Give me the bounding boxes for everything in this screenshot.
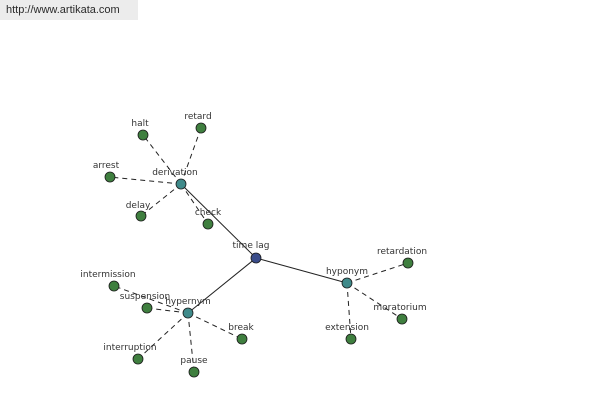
node-retard[interactable]: retard	[184, 112, 212, 134]
node-label-suspension: suspension	[120, 292, 170, 302]
node-dot-pause[interactable]	[188, 366, 200, 378]
edge-hyponym-moratorium	[346, 282, 403, 320]
node-halt[interactable]: halt	[131, 119, 149, 141]
edge-derivation-delay	[140, 183, 182, 217]
node-suspension[interactable]: suspension	[120, 292, 170, 314]
node-dot-check[interactable]	[202, 218, 214, 230]
edge-hyponym-extension	[346, 282, 352, 340]
edges-layer	[109, 127, 409, 373]
node-break[interactable]: break	[228, 323, 255, 345]
edge-hypernym-pause	[187, 312, 195, 373]
node-dot-delay[interactable]	[135, 210, 147, 222]
node-label-delay: delay	[126, 201, 151, 211]
node-label-halt: halt	[131, 119, 149, 129]
node-dot-intermission[interactable]	[108, 280, 120, 292]
edge-hypernym-intermission	[113, 285, 189, 314]
node-hypernym[interactable]: hypernym	[165, 297, 211, 319]
node-center[interactable]: time lag	[233, 241, 270, 264]
node-dot-retard[interactable]	[195, 122, 207, 134]
edge-derivation-check	[180, 183, 209, 225]
node-dot-break[interactable]	[236, 333, 248, 345]
node-dot-halt[interactable]	[137, 129, 149, 141]
edge-derivation-arrest	[109, 176, 182, 185]
node-hyponym[interactable]: hyponym	[326, 267, 368, 289]
node-label-check: check	[195, 208, 222, 218]
node-label-pause: pause	[180, 356, 208, 366]
node-dot-moratorium[interactable]	[396, 313, 408, 325]
node-dot-interruption[interactable]	[132, 353, 144, 365]
node-dot-extension[interactable]	[345, 333, 357, 345]
node-derivation[interactable]: derivation	[152, 168, 198, 190]
node-arrest[interactable]: arrest	[93, 161, 120, 183]
node-delay[interactable]: delay	[126, 201, 151, 222]
node-moratorium[interactable]: moratorium	[373, 303, 427, 325]
node-intermission[interactable]: intermission	[80, 270, 136, 292]
node-label-arrest: arrest	[93, 161, 120, 171]
edge-hypernym-break	[187, 312, 243, 340]
node-pause[interactable]: pause	[180, 356, 208, 378]
node-label-moratorium: moratorium	[373, 303, 426, 313]
edge-hyponym-retardation	[346, 262, 409, 284]
edge-derivation-retard	[180, 127, 202, 185]
node-retardation[interactable]: retardation	[377, 247, 427, 269]
node-label-retard: retard	[184, 112, 211, 122]
edge-center-hypernym	[187, 257, 257, 314]
node-label-center: time lag	[233, 241, 270, 251]
node-dot-hyponym[interactable]	[341, 277, 353, 289]
node-dot-derivation[interactable]	[175, 178, 187, 190]
node-extension[interactable]: extension	[325, 323, 369, 345]
node-label-extension: extension	[325, 323, 369, 333]
node-check[interactable]: check	[195, 208, 222, 230]
source-url-label: http://www.artikata.com	[0, 0, 138, 20]
nodes-layer: time lag derivation hypernym hyponym halt ret…	[80, 112, 427, 378]
node-label-hypernym: hypernym	[165, 297, 211, 307]
edge-hypernym-suspension	[146, 307, 189, 314]
edge-hypernym-interruption	[137, 312, 189, 360]
node-dot-hypernym[interactable]	[182, 307, 194, 319]
edge-center-derivation	[180, 183, 257, 259]
node-dot-retardation[interactable]	[402, 257, 414, 269]
node-dot-suspension[interactable]	[141, 302, 153, 314]
edge-derivation-halt	[142, 134, 182, 185]
node-label-interruption: interruption	[103, 343, 156, 353]
node-dot-arrest[interactable]	[104, 171, 116, 183]
node-label-break: break	[228, 323, 254, 333]
node-dot-center[interactable]	[250, 252, 262, 264]
edge-center-hyponym	[255, 257, 348, 284]
node-interruption[interactable]: interruption	[103, 343, 157, 365]
node-label-derivation: derivation	[152, 168, 198, 178]
node-label-retardation: retardation	[377, 247, 427, 257]
node-label-hyponym: hyponym	[326, 267, 368, 277]
node-label-intermission: intermission	[80, 270, 135, 280]
